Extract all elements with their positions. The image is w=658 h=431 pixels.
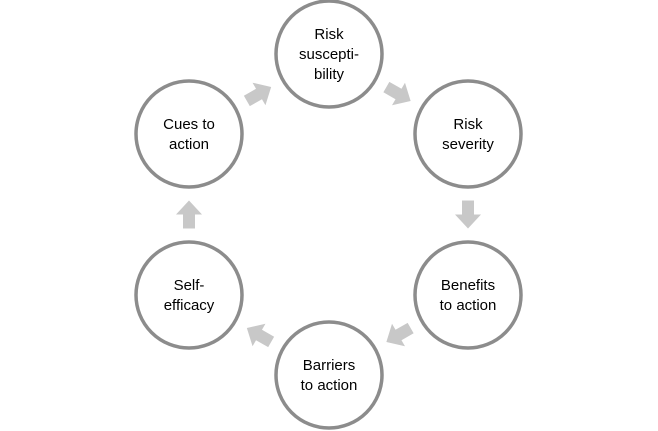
arrows-layer bbox=[176, 81, 481, 348]
node-label-line: severity bbox=[442, 136, 494, 153]
node-circle bbox=[413, 240, 523, 350]
node-label-line: efficacy bbox=[164, 297, 215, 314]
node-label-line: Risk bbox=[314, 26, 344, 43]
node-circle bbox=[274, 320, 384, 430]
node-label-line: Self- bbox=[174, 277, 205, 294]
node-self-efficacy: Self-efficacy bbox=[134, 240, 244, 350]
node-circle bbox=[413, 79, 523, 189]
arrow-icon bbox=[383, 81, 411, 106]
arrow-icon bbox=[455, 200, 481, 229]
node-circle bbox=[274, 0, 384, 109]
node-circle bbox=[134, 240, 244, 350]
node-risk-susceptibility: Risk suscepti-bility bbox=[274, 0, 384, 109]
node-label-line: Cues to bbox=[163, 116, 215, 133]
node-label-line: Risk bbox=[453, 116, 483, 133]
node-label-line: action bbox=[169, 136, 209, 153]
node-barriers-to-action: Barriers to action bbox=[274, 320, 384, 430]
node-circle bbox=[134, 79, 244, 189]
node-risk-severity: Risk severity bbox=[413, 79, 523, 189]
node-label-line: Barriers bbox=[303, 357, 356, 374]
node-label-line: Benefits bbox=[441, 277, 495, 294]
node-label-line: to action bbox=[440, 297, 497, 314]
node-label-line: to action bbox=[301, 377, 358, 394]
node-label-line: suscepti- bbox=[299, 46, 359, 63]
arrow-icon bbox=[246, 323, 275, 348]
arrow-icon bbox=[176, 200, 202, 229]
arrow-icon bbox=[386, 322, 414, 347]
node-cues-to-action: Cues to action bbox=[134, 79, 244, 189]
nodes-layer: Risksuscepti-bilityRiskseverityBenefitst… bbox=[134, 0, 523, 430]
node-benefits-to-action: Benefits to action bbox=[413, 240, 523, 350]
arrow-icon bbox=[243, 82, 272, 107]
node-label-line: bility bbox=[314, 66, 345, 83]
